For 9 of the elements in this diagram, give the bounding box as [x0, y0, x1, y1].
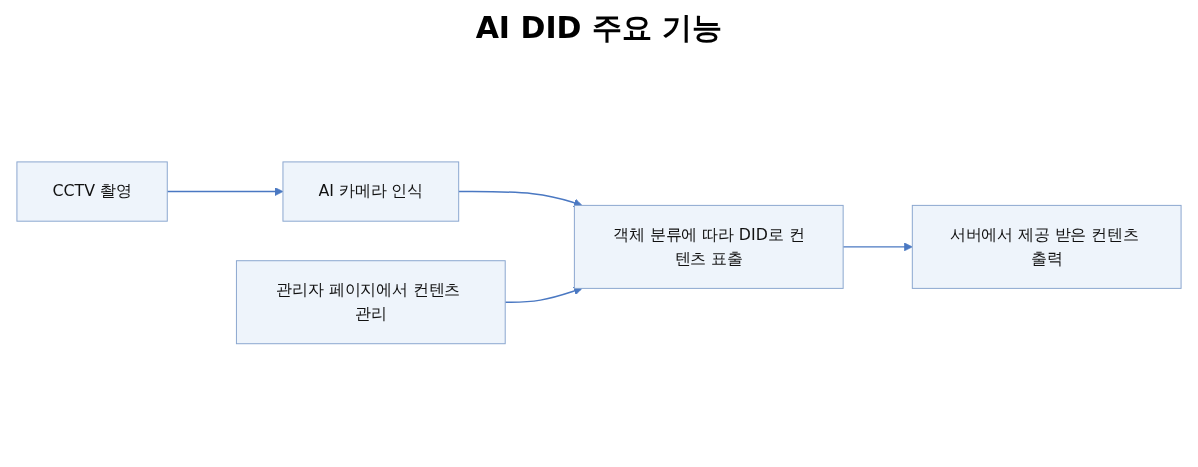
node-box: AI 카메라 인식 — [282, 161, 460, 222]
arrow — [166, 187, 284, 197]
node-box: 객체 분류에 따라 DID로 컨텐츠 표출 — [573, 205, 844, 290]
node-box: 관리자 페이지에서 컨텐츠 관리 — [235, 260, 506, 345]
arrow — [504, 286, 583, 304]
arrow — [842, 242, 913, 252]
node-box: 서버에서 제공 받은 컨텐츠 출력 — [911, 205, 1182, 290]
node-box: CCTV 촬영 — [16, 161, 168, 222]
diagram-title: AI DID 주요 기능 — [474, 9, 724, 47]
